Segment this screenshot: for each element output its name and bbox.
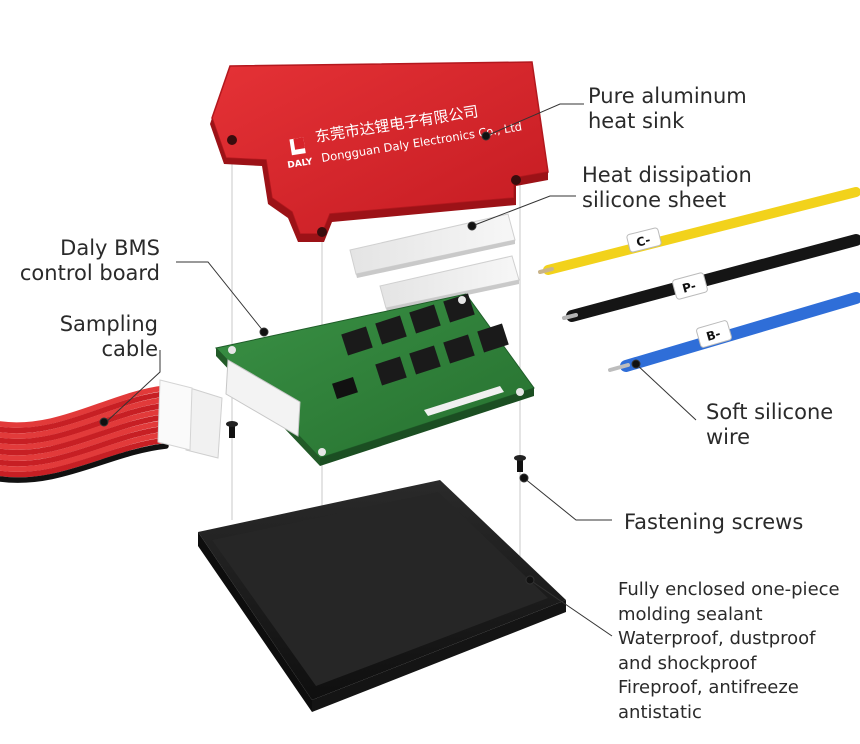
silicone-wire-label-line1: Soft silicone — [706, 400, 834, 424]
daly-logo-word: DALY — [287, 157, 314, 171]
screw-right — [514, 455, 526, 472]
mosfet-chip — [443, 334, 475, 364]
blue-wire — [620, 292, 860, 372]
daly-logo: DALY — [287, 137, 314, 171]
yellow-wire — [543, 187, 860, 275]
heat-sink-label-line2: heat sink — [588, 109, 685, 133]
cable-strand — [0, 385, 169, 428]
cable-strand — [0, 414, 169, 456]
silicone-sheets — [349, 213, 520, 312]
cable-strand — [0, 396, 169, 439]
bms-board-label-line1: Daly BMS — [60, 236, 160, 260]
sampling-cable — [0, 379, 223, 483]
mosfet-chip — [341, 326, 373, 356]
silicone-sheet-label-line1: Heat dissipation — [582, 163, 752, 187]
heat-sink-label-line1: Pure aluminum — [588, 84, 747, 108]
cable-strand — [0, 425, 169, 467]
cable-strand — [0, 402, 169, 445]
black-wire — [566, 234, 860, 322]
aluminum-heat-sink: DALY 东莞市达锂电子有限公司 Dongguan Daly Electroni… — [210, 61, 549, 242]
bms-control-board — [215, 293, 535, 466]
sleeve-p-minus: P- — [681, 279, 698, 296]
sampling-cable-label: Sampling cable — [0, 312, 158, 362]
case-label-line1: Fully enclosed one-piece — [618, 579, 840, 600]
mosfet-chip — [477, 323, 509, 353]
mosfet-chip — [443, 293, 475, 323]
screws-label: Fastening screws — [624, 510, 803, 535]
screw-left — [226, 421, 238, 438]
black-case — [198, 480, 566, 712]
cable-strand — [0, 420, 169, 461]
screws-label-line1: Fastening screws — [624, 510, 804, 534]
cable-strand — [0, 437, 169, 478]
case-label-line4: and shockproof — [618, 652, 757, 674]
silicone-sheet-label: Heat dissipation silicone sheet — [582, 163, 752, 213]
case-label-line5: Fireproof, antifreeze — [618, 677, 799, 698]
silicone-wires — [538, 187, 860, 372]
bms-board-label: Daly BMS control board — [0, 236, 160, 286]
heat-sink-label: Pure aluminum heat sink — [588, 84, 747, 134]
mosfet-chip — [375, 315, 407, 345]
cable-strand — [0, 408, 169, 450]
bms-board-label-line2: control board — [19, 261, 160, 285]
cable-strand — [0, 431, 169, 472]
case-label: Fully enclosed one-piece molding sealant… — [618, 578, 840, 725]
sleeve-c-minus: C- — [635, 233, 652, 250]
case-label-line2: molding sealant — [618, 603, 763, 625]
sleeve-b-minus: B- — [705, 327, 722, 344]
sampling-cable-label-line1: Sampling — [59, 312, 158, 336]
silicone-sheet-label-line2: silicone sheet — [582, 188, 727, 212]
silicone-wire-label-line2: wire — [706, 425, 751, 449]
sampling-cable-label-line2: cable — [101, 337, 159, 361]
leader-lines — [99, 103, 697, 637]
mosfet-chip — [375, 356, 407, 386]
case-label-line3: Waterproof, dustproof — [618, 628, 816, 649]
wire-sleeves: C- P- B- — [626, 227, 732, 348]
mosfet-chip — [409, 345, 441, 375]
cable-strand — [0, 391, 169, 434]
case-label-line6: antistatic — [618, 701, 702, 723]
mosfet-chip — [409, 304, 441, 334]
silicone-wire-label: Soft silicone wire — [706, 400, 833, 450]
cable-strand — [0, 443, 169, 483]
